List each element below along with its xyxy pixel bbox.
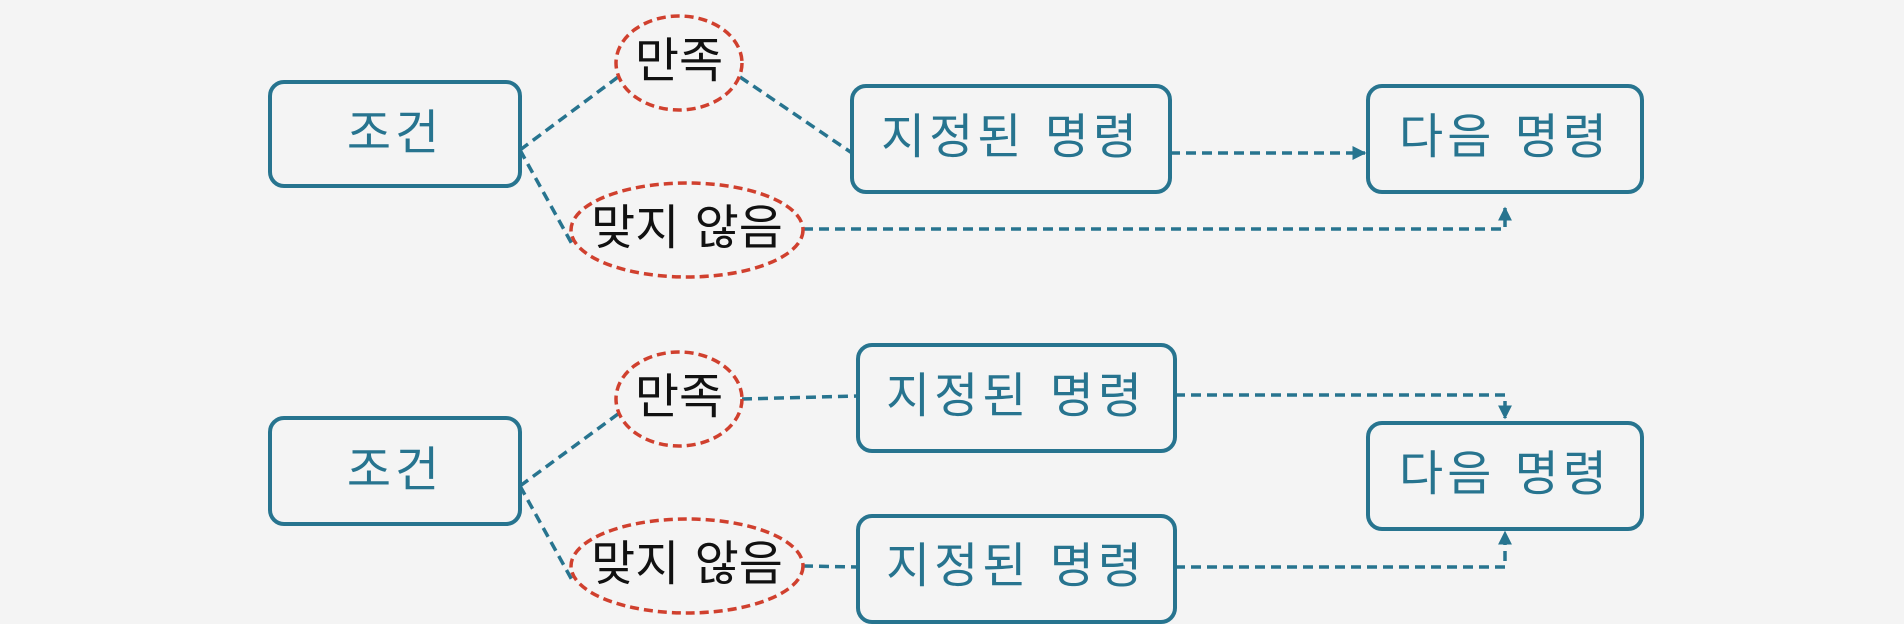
connector-condition-to-satisfied: [518, 412, 620, 488]
next-box: 다음 명령: [1366, 421, 1644, 531]
connector-condition-to-not-satisfied: [518, 149, 574, 245]
command-label: 지정된 명령: [881, 109, 1141, 165]
satisfied-ellipse: 만족: [614, 14, 744, 112]
condition-label: 조건: [347, 105, 443, 161]
connector-condition-to-satisfied: [518, 75, 620, 152]
diagram-1: 조건 만족 맞지 않음 지정된 명령 다음 명령: [268, 14, 1644, 279]
not-satisfied-ellipse: 맞지 않음: [569, 181, 805, 279]
command-label: 지정된 명령: [886, 368, 1146, 424]
command-box-satisfied: 지정된 명령: [856, 343, 1177, 453]
connector-not-satisfied-to-command: [802, 564, 859, 569]
next-label: 다음 명령: [1399, 109, 1611, 165]
connector-condition-to-not-satisfied: [518, 485, 574, 581]
connector-command-bottom-to-next: [1175, 530, 1512, 569]
satisfied-label: 만족: [635, 33, 723, 89]
diagram-2: 조건 만족 맞지 않음 지정된 명령 지정된 명령 다음 명령: [268, 343, 1644, 624]
next-label: 다음 명령: [1399, 446, 1611, 502]
command-box: 지정된 명령: [850, 84, 1172, 194]
satisfied-label: 만족: [635, 369, 723, 425]
not-satisfied-ellipse: 맞지 않음: [569, 517, 805, 615]
condition-box: 조건: [268, 416, 522, 526]
connector-command-top-to-next: [1175, 393, 1512, 420]
connector-not-satisfied-to-next: [803, 206, 1512, 231]
not-satisfied-label: 맞지 않음: [591, 200, 783, 256]
connector-satisfied-to-command: [739, 75, 853, 155]
not-satisfied-label: 맞지 않음: [591, 536, 783, 592]
next-box: 다음 명령: [1366, 84, 1644, 194]
command-label: 지정된 명령: [886, 538, 1146, 594]
satisfied-ellipse: 만족: [614, 350, 744, 448]
condition-label: 조건: [347, 442, 443, 498]
connector-satisfied-to-command: [741, 394, 859, 401]
condition-box: 조건: [268, 80, 522, 188]
command-box-not-satisfied: 지정된 명령: [856, 514, 1177, 624]
